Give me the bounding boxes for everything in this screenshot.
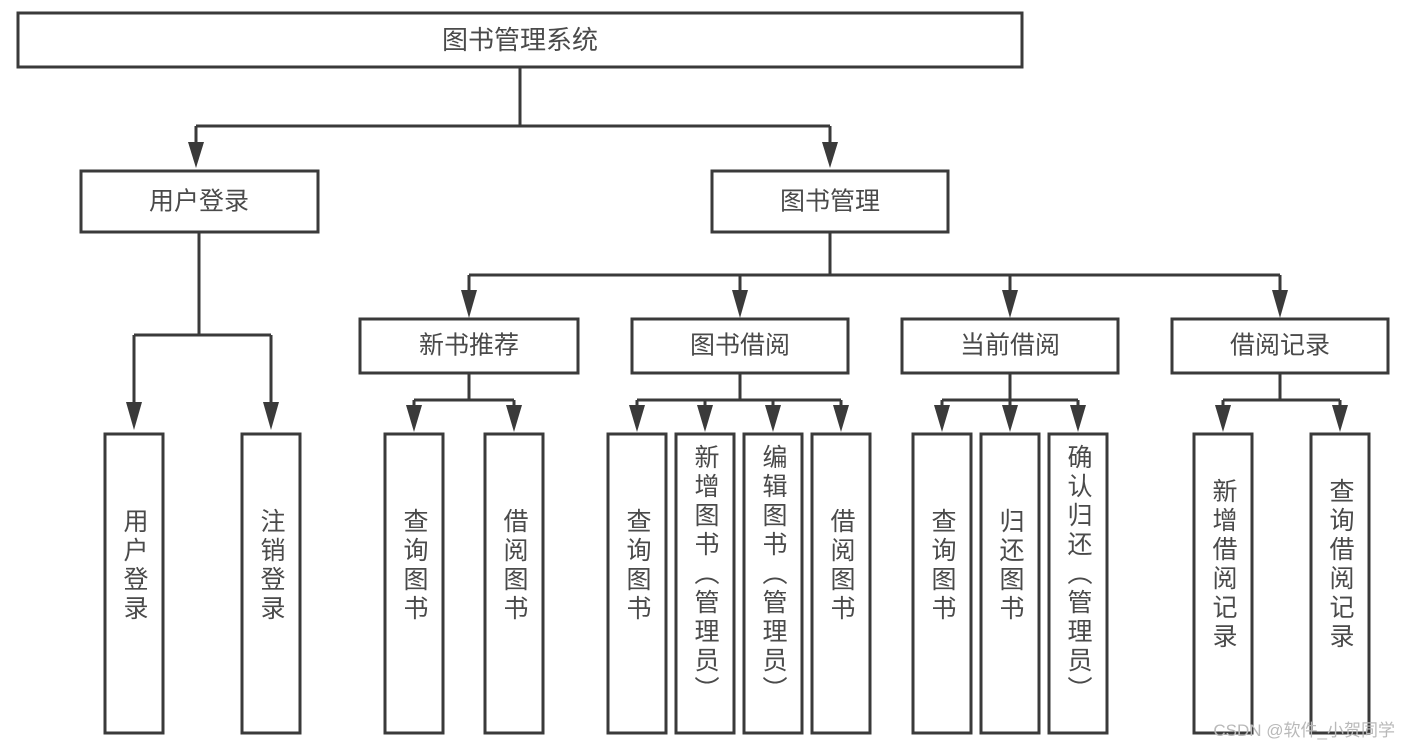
leaf-borrow-book-1[interactable]: 查询图书: [606, 432, 668, 735]
leaf-borrow-book-2[interactable]: 新增图书（管理员）: [674, 432, 736, 735]
arrow-head-current-borrow-leaf-1: [934, 405, 950, 432]
leaf-new-book-2-box[interactable]: [483, 432, 545, 735]
leaf-user-login-1-box[interactable]: [103, 432, 165, 735]
leaf-borrow-book-4[interactable]: 借阅图书: [810, 432, 872, 735]
arrow-head-user-login-leaf-2: [263, 402, 279, 430]
leaf-current-borrow-1-box[interactable]: [911, 432, 973, 735]
leaf-user-login-1[interactable]: 用户登录: [103, 432, 165, 735]
leaf-new-book-1-box[interactable]: [383, 432, 445, 735]
leaf-current-borrow-3-label: 确认归还（管理员）: [1064, 444, 1093, 705]
leaf-borrow-record-2-label: 查询借阅记录: [1326, 478, 1355, 652]
node-current-borrow[interactable]: 当前借阅: [900, 317, 1120, 375]
node-book-manage-label: 图书管理: [780, 188, 880, 216]
node-borrow-record-label: 借阅记录: [1230, 332, 1330, 360]
arrow-head-borrow-book-leaf-3: [765, 405, 781, 432]
node-new-book-box[interactable]: [358, 317, 580, 375]
node-borrow-book-label: 图书借阅: [690, 332, 790, 360]
leaf-borrow-record-2-box[interactable]: [1309, 432, 1371, 735]
leaf-new-book-2[interactable]: 借阅图书: [483, 432, 545, 735]
leaf-borrow-book-3-box[interactable]: [742, 432, 804, 735]
node-new-book[interactable]: 新书推荐: [358, 317, 580, 375]
node-root-box[interactable]: [16, 11, 1024, 69]
connector-user-login-to-leaves: [126, 232, 279, 430]
leaf-new-book-2-label: 借阅图书: [500, 508, 529, 624]
leaf-current-borrow-1[interactable]: 查询图书: [911, 432, 973, 735]
leaf-borrow-record-2[interactable]: 查询借阅记录: [1309, 432, 1371, 735]
node-user-login[interactable]: 用户登录: [79, 169, 320, 234]
leaf-current-borrow-1-label: 查询图书: [928, 508, 957, 624]
leaf-new-book-1-label: 查询图书: [400, 508, 429, 624]
arrow-head-borrow-book-leaf-2: [697, 405, 713, 432]
node-borrow-book[interactable]: 图书借阅: [630, 317, 850, 375]
arrow-head-new-book-leaf-2: [506, 405, 522, 432]
leaf-borrow-book-4-box[interactable]: [810, 432, 872, 735]
leaf-borrow-book-1-box[interactable]: [606, 432, 668, 735]
leaf-current-borrow-3-box[interactable]: [1047, 432, 1109, 735]
leaf-current-borrow-3[interactable]: 确认归还（管理员）: [1047, 432, 1109, 735]
node-root-label: 图书管理系统: [442, 25, 598, 55]
node-new-book-label: 新书推荐: [419, 332, 519, 360]
connector-current-borrow-to-leaves: [934, 373, 1086, 432]
arrow-head-current-borrow-leaf-2: [1002, 405, 1018, 432]
node-current-borrow-box[interactable]: [900, 317, 1120, 375]
arrow-head-borrow-record-leaf-1: [1215, 405, 1231, 432]
node-user-login-label: 用户登录: [149, 188, 249, 216]
node-root[interactable]: 图书管理系统: [16, 11, 1024, 69]
leaf-borrow-record-1-box[interactable]: [1192, 432, 1254, 735]
leaf-borrow-book-3[interactable]: 编辑图书（管理员）: [742, 432, 804, 735]
arrow-head-new-book: [461, 290, 477, 318]
node-book-manage[interactable]: 图书管理: [710, 169, 950, 234]
connector-root-to-level2: [188, 67, 838, 168]
connector-new-book-to-leaves: [406, 373, 522, 432]
leaf-new-book-1[interactable]: 查询图书: [383, 432, 445, 735]
arrow-head-new-book-leaf-1: [406, 405, 422, 432]
leaf-borrow-book-4-label: 借阅图书: [827, 508, 856, 624]
watermark-label: CSDN @软件_小贺同学: [1213, 721, 1395, 740]
arrow-head-current-borrow-leaf-3: [1070, 405, 1086, 432]
leaf-current-borrow-2-label: 归还图书: [996, 508, 1025, 624]
node-current-borrow-label: 当前借阅: [960, 332, 1060, 360]
arrow-head-borrow-book: [732, 290, 748, 318]
arrow-head-current-borrow: [1002, 290, 1018, 318]
leaf-user-login-2[interactable]: 注销登录: [240, 432, 302, 735]
arrow-head-book-manage: [822, 142, 838, 168]
leaf-borrow-book-2-box[interactable]: [674, 432, 736, 735]
arrow-head-borrow-record: [1272, 290, 1288, 318]
node-borrow-record[interactable]: 借阅记录: [1170, 317, 1390, 375]
leaf-user-login-1-label: 用户登录: [120, 508, 149, 624]
leaf-borrow-book-1-label: 查询图书: [623, 508, 652, 624]
leaf-current-borrow-2[interactable]: 归还图书: [979, 432, 1041, 735]
arrow-head-borrow-book-leaf-1: [629, 405, 645, 432]
connector-borrow-book-to-leaves: [629, 373, 849, 432]
leaf-borrow-book-3-label: 编辑图书（管理员）: [759, 444, 788, 705]
connector-borrow-record-to-leaves: [1215, 373, 1348, 432]
leaf-user-login-2-box[interactable]: [240, 432, 302, 735]
leaf-user-login-2-label: 注销登录: [257, 508, 286, 624]
arrow-head-borrow-book-leaf-4: [833, 405, 849, 432]
node-user-login-box[interactable]: [79, 169, 320, 234]
leaf-borrow-record-1[interactable]: 新增借阅记录: [1192, 432, 1254, 735]
leaf-current-borrow-2-box[interactable]: [979, 432, 1041, 735]
arrow-head-user-login: [188, 142, 204, 168]
leaf-borrow-record-1-label: 新增借阅记录: [1209, 478, 1238, 652]
leaf-borrow-book-2-label: 新增图书（管理员）: [691, 444, 720, 705]
arrow-head-user-login-leaf-1: [126, 402, 142, 430]
arrow-head-borrow-record-leaf-2: [1332, 405, 1348, 432]
connector-book-manage-to-level3: [461, 232, 1288, 318]
